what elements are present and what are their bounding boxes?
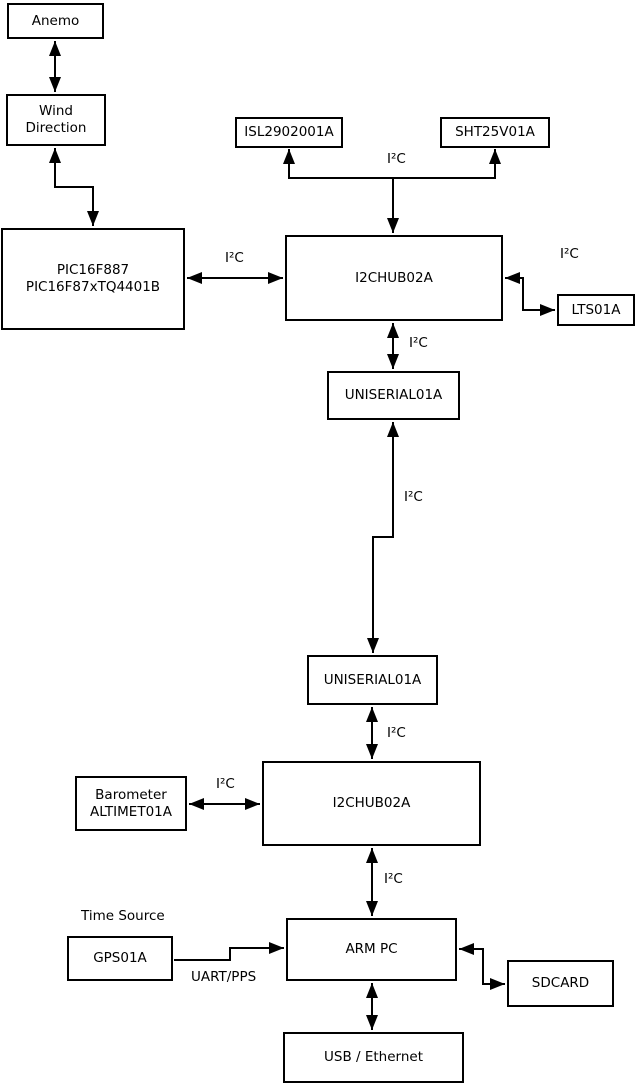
node-pic16f887-label-line1: PIC16F887 <box>56 262 130 278</box>
edge-label-i2c-bus-top: I²C <box>387 151 406 167</box>
node-lts01a: LTS01A <box>557 294 635 326</box>
connector-winddirection-pic <box>49 148 99 226</box>
node-anemo: Anemo <box>7 3 104 39</box>
node-gps01a-label: GPS01A <box>93 950 147 966</box>
node-sdcard: SDCARD <box>507 960 614 1007</box>
node-wind-direction-label-line2: Direction <box>25 120 87 136</box>
node-i2chub02a-top-label: I2CHUB02A <box>355 269 433 286</box>
caption-time-source: Time Source <box>81 908 165 924</box>
node-isl2902001a: ISL2902001A <box>235 117 343 148</box>
node-gps01a: GPS01A <box>67 936 173 981</box>
node-barometer-altimet01a: Barometer ALTIMET01A <box>75 776 187 831</box>
node-uniserial01a-bottom: UNISERIAL01A <box>307 655 438 705</box>
node-wind-direction-label-line1: Wind <box>39 103 73 119</box>
node-anemo-label: Anemo <box>31 12 80 29</box>
node-uniserial01a-top-label: UNISERIAL01A <box>344 387 443 403</box>
connector-uniserial-uniserial <box>367 422 399 653</box>
node-i2chub02a-bottom: I2CHUB02A <box>262 761 481 846</box>
edge-label-i2c-hub2-armpc: I²C <box>384 871 403 887</box>
node-pic16f887: PIC16F887 PIC16F87xTQ4401B <box>1 228 185 330</box>
node-i2chub02a-top: I2CHUB02A <box>285 235 503 321</box>
node-usb-ethernet: USB / Ethernet <box>283 1032 464 1083</box>
edge-label-i2c-hub-uniserial: I²C <box>409 335 428 351</box>
edge-label-i2c-uniserial-uniserial: I²C <box>404 489 423 505</box>
node-arm-pc-label: ARM PC <box>345 941 398 957</box>
node-barometer-label-line2: ALTIMET01A <box>90 803 172 820</box>
node-uniserial01a-bottom-label: UNISERIAL01A <box>323 671 422 688</box>
edge-label-i2c-barometer-hub2: I²C <box>216 776 235 792</box>
edge-label-i2c-pic-hub: I²C <box>225 250 244 266</box>
node-sdcard-label: SDCARD <box>531 975 590 991</box>
node-isl2902001a-label: ISL2902001A <box>244 124 334 140</box>
node-lts01a-label: LTS01A <box>571 301 621 318</box>
node-i2chub02a-bottom-label: I2CHUB02A <box>332 795 411 811</box>
node-sht25v01a-label: SHT25V01A <box>455 124 535 140</box>
node-wind-direction: Wind Direction <box>6 94 106 146</box>
connector-gps-armpc <box>174 942 284 961</box>
node-usb-ethernet-label: USB / Ethernet <box>324 1049 423 1065</box>
node-uniserial01a-top: UNISERIAL01A <box>327 371 460 420</box>
connector-armpc-sdcard <box>459 943 505 990</box>
node-arm-pc: ARM PC <box>286 918 457 981</box>
node-pic16f887-label-line2: PIC16F87xTQ4401B <box>25 279 161 295</box>
edge-label-i2c-hub-lts: I²C <box>560 246 579 262</box>
edge-label-i2c-uniserial-hub2: I²C <box>387 725 406 741</box>
connector-i2chub-lts <box>505 272 555 316</box>
edge-label-uart-pps: UART/PPS <box>191 969 257 985</box>
node-barometer-label-line1: Barometer <box>95 786 167 803</box>
node-sht25v01a: SHT25V01A <box>440 117 550 148</box>
